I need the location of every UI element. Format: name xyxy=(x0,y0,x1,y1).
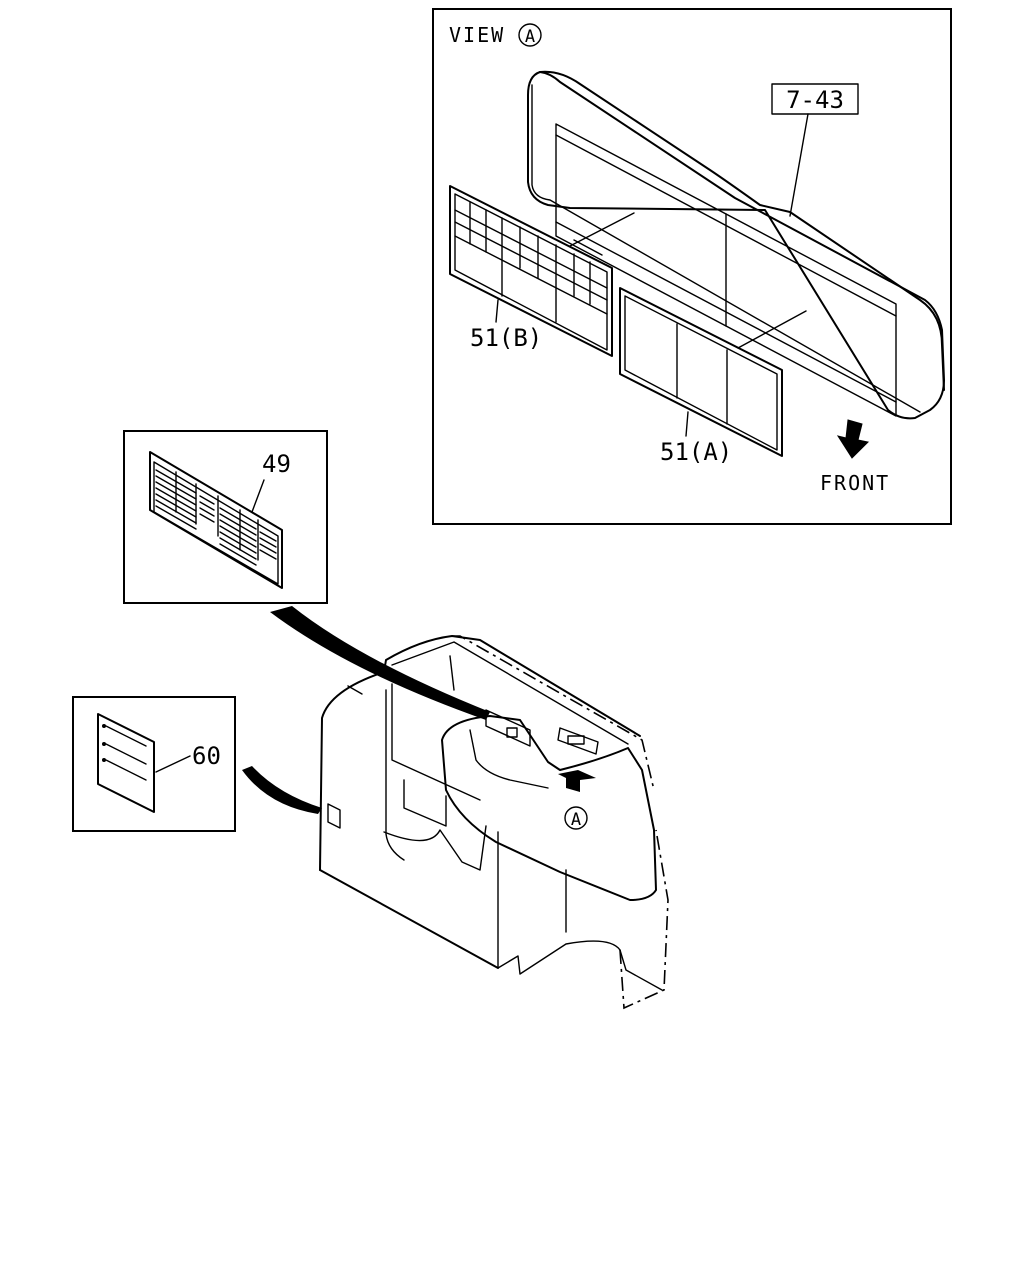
leader-60-to-cab xyxy=(242,766,322,814)
view-a-panel: VIEW A 7-43 xyxy=(432,8,952,525)
leader-49-to-cab xyxy=(270,606,490,720)
callout-51b-label: 51(B) xyxy=(470,324,542,352)
detail-60-frame xyxy=(72,696,236,832)
detail-60-panel: 60 xyxy=(72,696,236,832)
callout-51a: 51(A) xyxy=(660,411,732,466)
callout-7-43-label: 7-43 xyxy=(786,86,844,114)
front-arrow-icon xyxy=(836,419,870,459)
callout-51b: 51(B) xyxy=(470,299,542,352)
view-a-up-arrow-icon xyxy=(558,770,596,792)
callout-60: 60 xyxy=(155,742,221,773)
view-a-title: VIEW xyxy=(449,23,505,47)
view-a-circle-letter: A xyxy=(525,27,535,47)
callout-49-label: 49 xyxy=(262,450,291,478)
cab-interior-illustration: A xyxy=(319,635,669,1010)
view-a-frame xyxy=(432,8,952,525)
front-direction-label: FRONT xyxy=(820,471,890,495)
view-a-arrow-marker: A xyxy=(564,806,588,830)
detail-49-panel: 49 xyxy=(123,430,328,604)
callout-51a-label: 51(A) xyxy=(660,438,732,466)
callout-7-43-box xyxy=(771,83,859,115)
view-a-circle-marker: A xyxy=(518,23,542,47)
sun-visor-7-43 xyxy=(527,70,945,420)
label-51b xyxy=(449,185,635,357)
detail-49-frame xyxy=(123,430,328,604)
view-a-arrow-letter: A xyxy=(571,810,581,830)
callout-60-label: 60 xyxy=(192,742,221,770)
callout-7-43: 7-43 xyxy=(771,83,859,217)
label-49 xyxy=(149,451,283,589)
callout-49: 49 xyxy=(251,450,291,513)
label-51a xyxy=(619,287,807,457)
label-60 xyxy=(97,713,155,813)
